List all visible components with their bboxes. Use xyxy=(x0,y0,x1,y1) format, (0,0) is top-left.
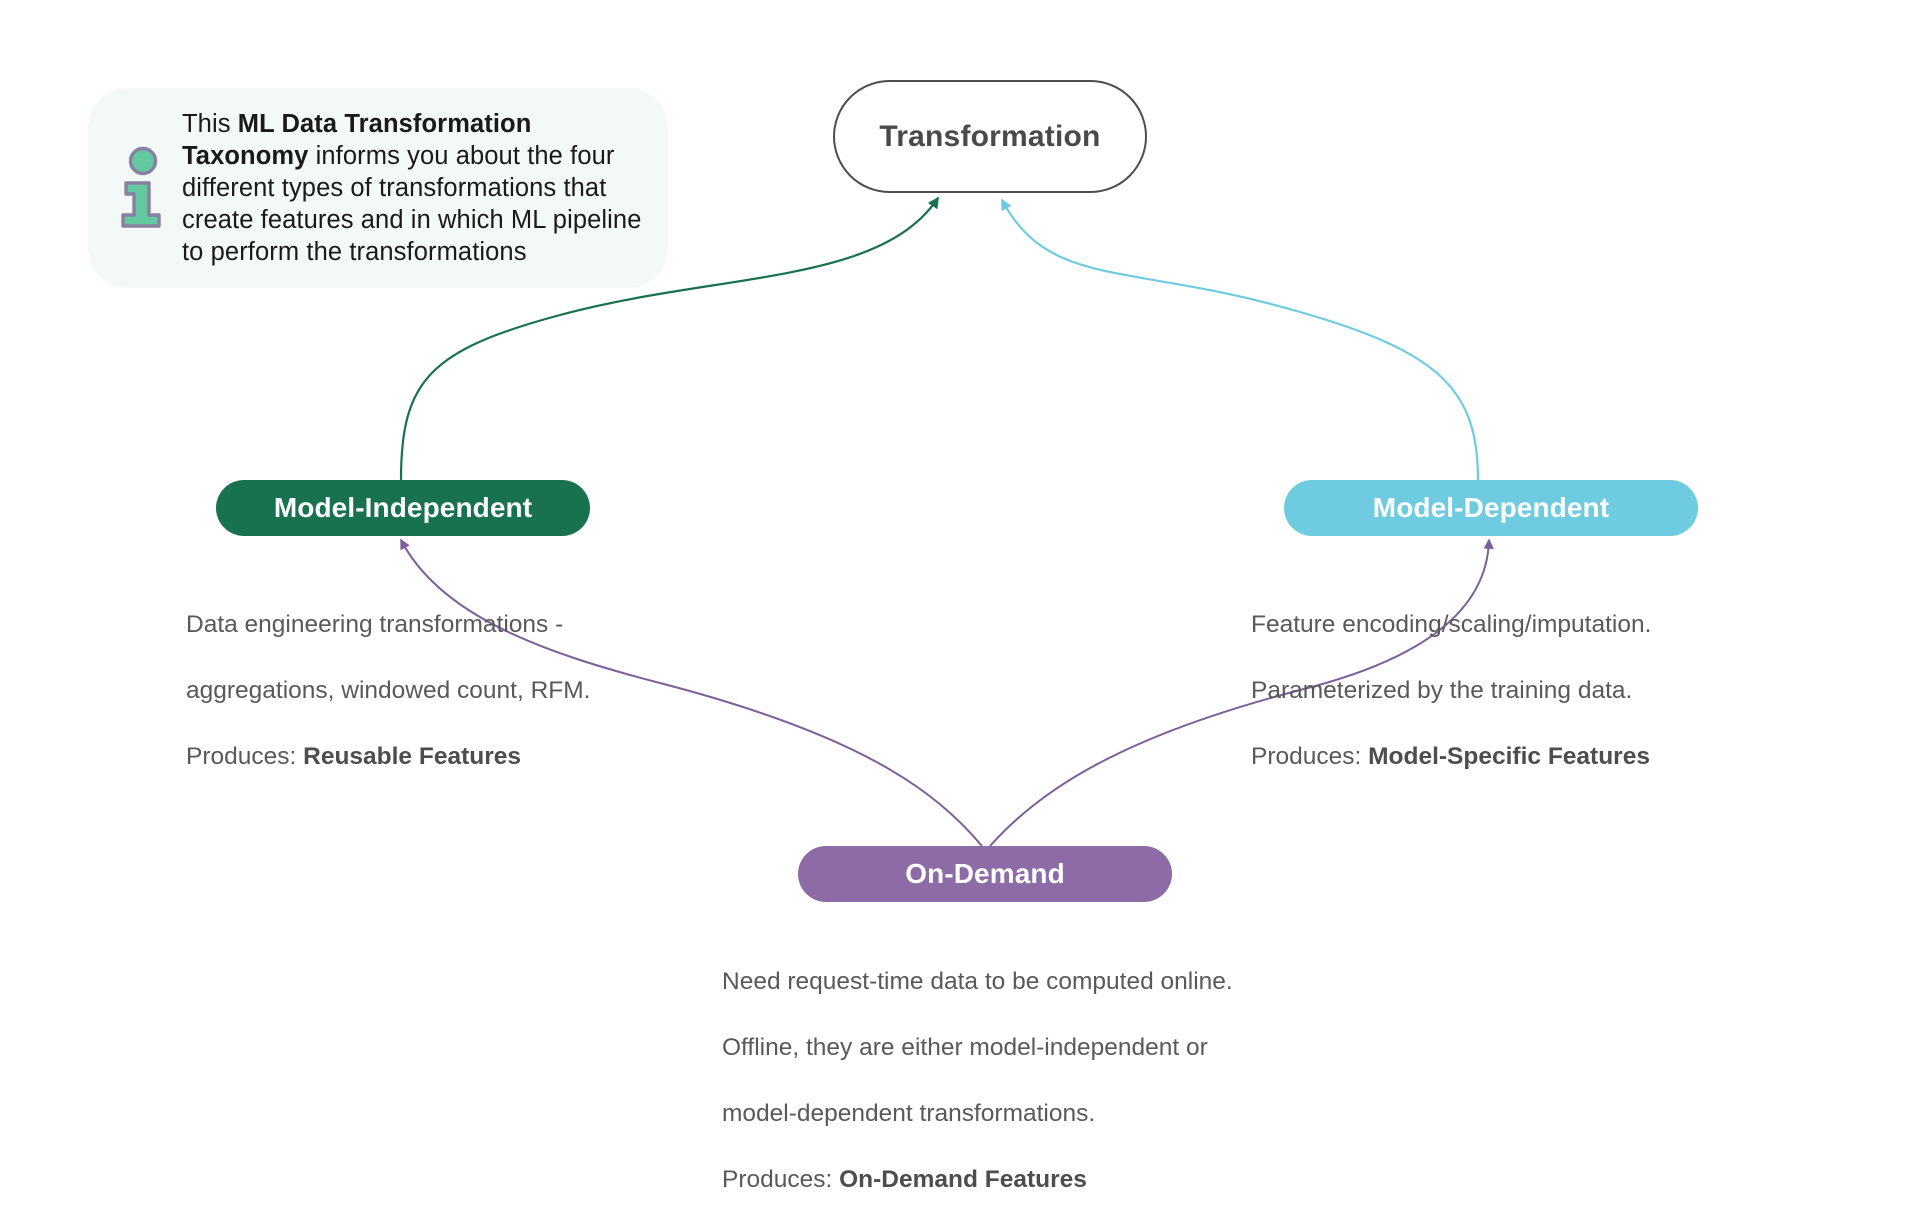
description-model-independent: Data engineering transformations - aggre… xyxy=(186,575,746,806)
diagram-canvas: This ML Data Transformation Taxonomy inf… xyxy=(88,80,1831,1193)
desc-line: Offline, they are either model-independe… xyxy=(722,1034,1208,1061)
info-callout-text: This ML Data Transformation Taxonomy inf… xyxy=(182,108,642,268)
produces-label: Produces: xyxy=(186,743,304,770)
desc-line: Need request-time data to be computed on… xyxy=(722,968,1233,995)
produces-value: On-Demand Features xyxy=(839,1166,1087,1193)
desc-line: aggregations, windowed count, RFM. xyxy=(186,677,591,704)
description-on-demand: Need request-time data to be computed on… xyxy=(722,932,1362,1229)
desc-line: Data engineering transformations - xyxy=(186,611,564,638)
produces-label: Produces: xyxy=(1251,743,1369,770)
info-text-prefix: This xyxy=(182,110,238,138)
info-icon xyxy=(110,142,172,234)
edge-model-dependent-to-transformation xyxy=(1001,198,1480,481)
node-on-demand[interactable]: On-Demand xyxy=(798,846,1172,902)
desc-produces: Produces: Reusable Features xyxy=(186,740,746,773)
desc-line: Feature encoding/scaling/imputation. xyxy=(1251,611,1652,638)
info-callout: This ML Data Transformation Taxonomy inf… xyxy=(88,88,668,288)
node-model-dependent[interactable]: Model-Dependent xyxy=(1284,480,1698,536)
node-transformation[interactable]: Transformation xyxy=(833,80,1147,193)
node-model-independent[interactable]: Model-Independent xyxy=(216,480,590,536)
desc-line: Parameterized by the training data. xyxy=(1251,677,1633,704)
description-model-dependent: Feature encoding/scaling/imputation. Par… xyxy=(1251,575,1831,806)
desc-produces: Produces: On-Demand Features xyxy=(722,1163,1362,1196)
produces-value: Reusable Features xyxy=(303,743,521,770)
produces-value: Model-Specific Features xyxy=(1368,743,1650,770)
info-text-suffix: informs you about the four different typ… xyxy=(182,142,642,266)
desc-line: model-dependent transformations. xyxy=(722,1100,1096,1127)
desc-produces: Produces: Model-Specific Features xyxy=(1251,740,1831,773)
produces-label: Produces: xyxy=(722,1166,840,1193)
info-text-bold: ML Data Transformation Taxonomy xyxy=(182,110,532,170)
